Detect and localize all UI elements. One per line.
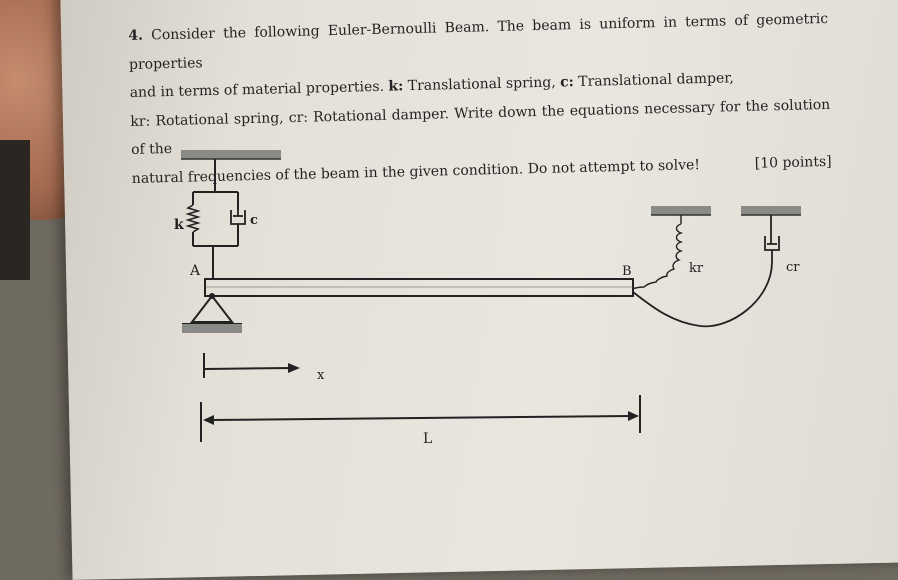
label-B: B	[622, 264, 632, 279]
beam	[204, 278, 634, 297]
support-ground	[182, 324, 242, 333]
cr-ground	[741, 206, 801, 215]
L-arrow-left	[203, 415, 214, 425]
beam-diagram: k c A x L B kr cr	[174, 150, 801, 447]
kr-ground	[651, 206, 711, 215]
label-c: c	[250, 213, 258, 228]
label-k: k	[174, 217, 184, 233]
label-kr: kr	[689, 261, 704, 276]
rotational-damper-cr	[632, 215, 780, 328]
x-arrowhead	[288, 363, 300, 373]
rotational-spring-kr	[631, 215, 684, 290]
background-fabric	[0, 140, 30, 280]
label-A: A	[189, 263, 201, 279]
spring-k	[185, 204, 201, 233]
label-L: L	[423, 431, 432, 447]
label-cr: cr	[786, 260, 800, 275]
top-ground	[181, 150, 281, 159]
label-x: x	[317, 368, 325, 383]
pin-support	[189, 294, 235, 323]
L-arrow-right	[628, 411, 639, 421]
